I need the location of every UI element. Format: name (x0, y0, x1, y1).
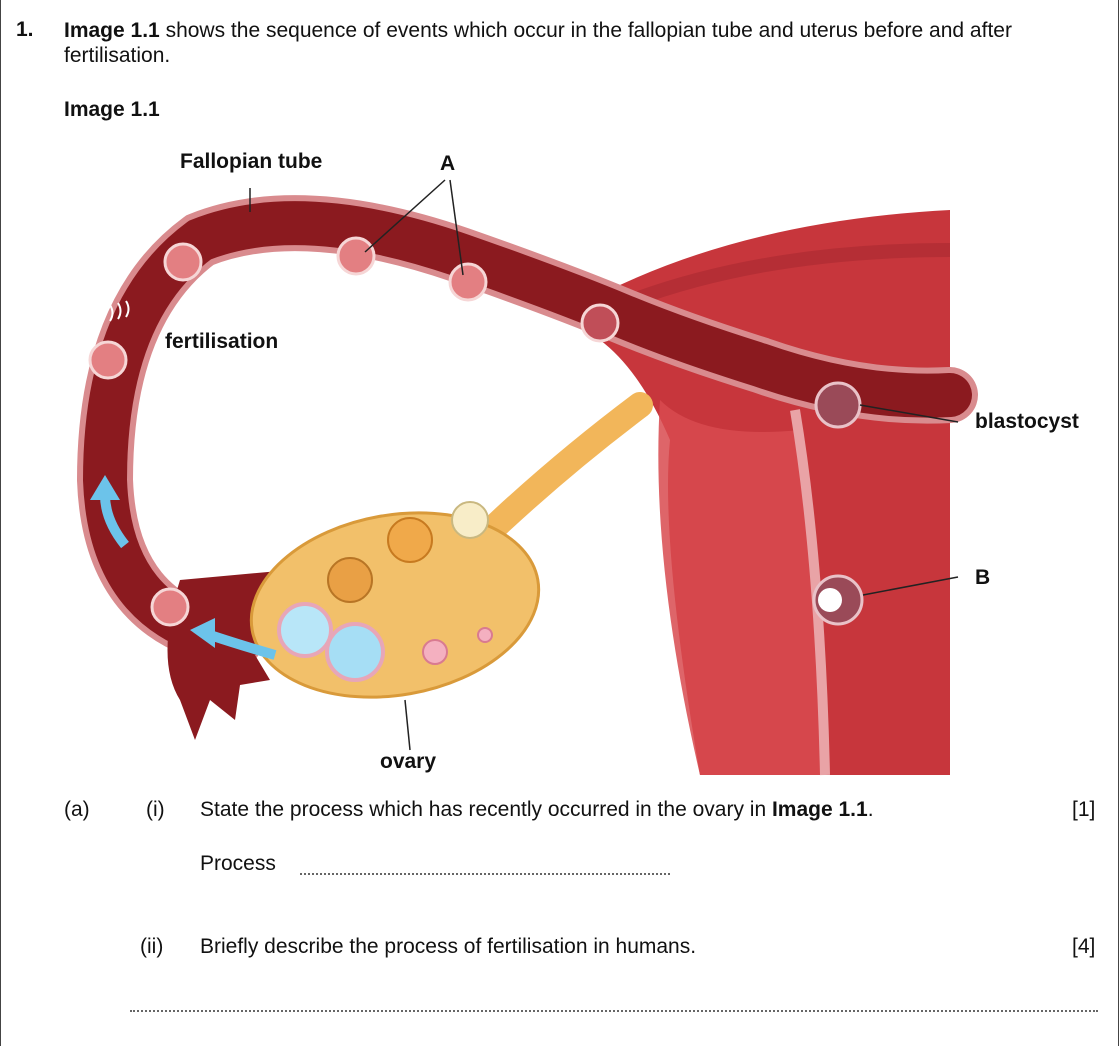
leader-ovary (404, 699, 411, 751)
corpus-haemorrhagicum (327, 557, 373, 603)
label-a: A (440, 152, 456, 175)
label-blastocyst: blastocyst (975, 410, 1079, 433)
corpus-albicans (451, 501, 489, 539)
sperm-icon (109, 300, 130, 322)
uterus-top-shade (617, 243, 951, 312)
leader-b (862, 576, 959, 596)
morula (580, 303, 620, 343)
part-i-label: (i) (146, 798, 165, 821)
part-i-text: State the process which has recently occ… (200, 798, 772, 821)
part-ii-question: Briefly describe the process of fertilis… (200, 935, 697, 958)
reproductive-diagram (76, 179, 978, 776)
question-number: 1. (16, 18, 34, 41)
question-intro-text: shows the sequence of events which occur… (64, 19, 1012, 67)
follicle-tiny (477, 627, 493, 643)
question-intro: Image 1.1 shows the sequence of events w… (64, 18, 1094, 68)
tube-upward-arrowhead (90, 475, 120, 500)
part-i-text-end: . (867, 798, 874, 821)
process-answer-line[interactable] (300, 873, 670, 875)
leader-a-left (364, 179, 446, 253)
label-b: B (975, 566, 991, 589)
part-i-marks: [1] (1072, 798, 1096, 821)
ovum-in-tube (150, 587, 190, 627)
fertilised-egg (88, 340, 128, 380)
corpus-luteum (387, 517, 433, 563)
part-a-label: (a) (64, 798, 90, 821)
part-i-image-ref: Image 1.1 (771, 798, 868, 821)
part-ii-label: (ii) (140, 935, 164, 958)
leader-a-right (449, 179, 464, 276)
part-ii-marks: [4] (1072, 935, 1096, 958)
fertilisation-answer-line[interactable] (130, 1010, 1098, 1012)
process-label: Process (200, 852, 276, 875)
implanting-blastocyst-cavity (818, 588, 842, 612)
question-intro-image-ref: Image 1.1 (64, 19, 160, 42)
follicle-small (422, 639, 448, 665)
zygote (163, 242, 203, 282)
label-ovary: ovary (380, 750, 437, 773)
blastocyst-cell-cluster (814, 381, 862, 429)
uterus-lining (790, 409, 830, 776)
follicle-large (325, 622, 385, 682)
two-cell-stage (336, 236, 376, 276)
ovum-path-arrowhead (190, 618, 215, 648)
leader-blastocyst (859, 404, 959, 423)
uterus-inner-wall (658, 400, 820, 775)
follicle-release (277, 602, 333, 658)
four-cell-stage (448, 262, 488, 302)
part-i-question: State the process which has recently occ… (200, 798, 874, 822)
label-fertilisation: fertilisation (165, 330, 279, 353)
ovum-path-arrow (208, 630, 277, 660)
image-title: Image 1.1 (64, 98, 160, 121)
label-fallopian-tube: Fallopian tube (180, 150, 323, 173)
